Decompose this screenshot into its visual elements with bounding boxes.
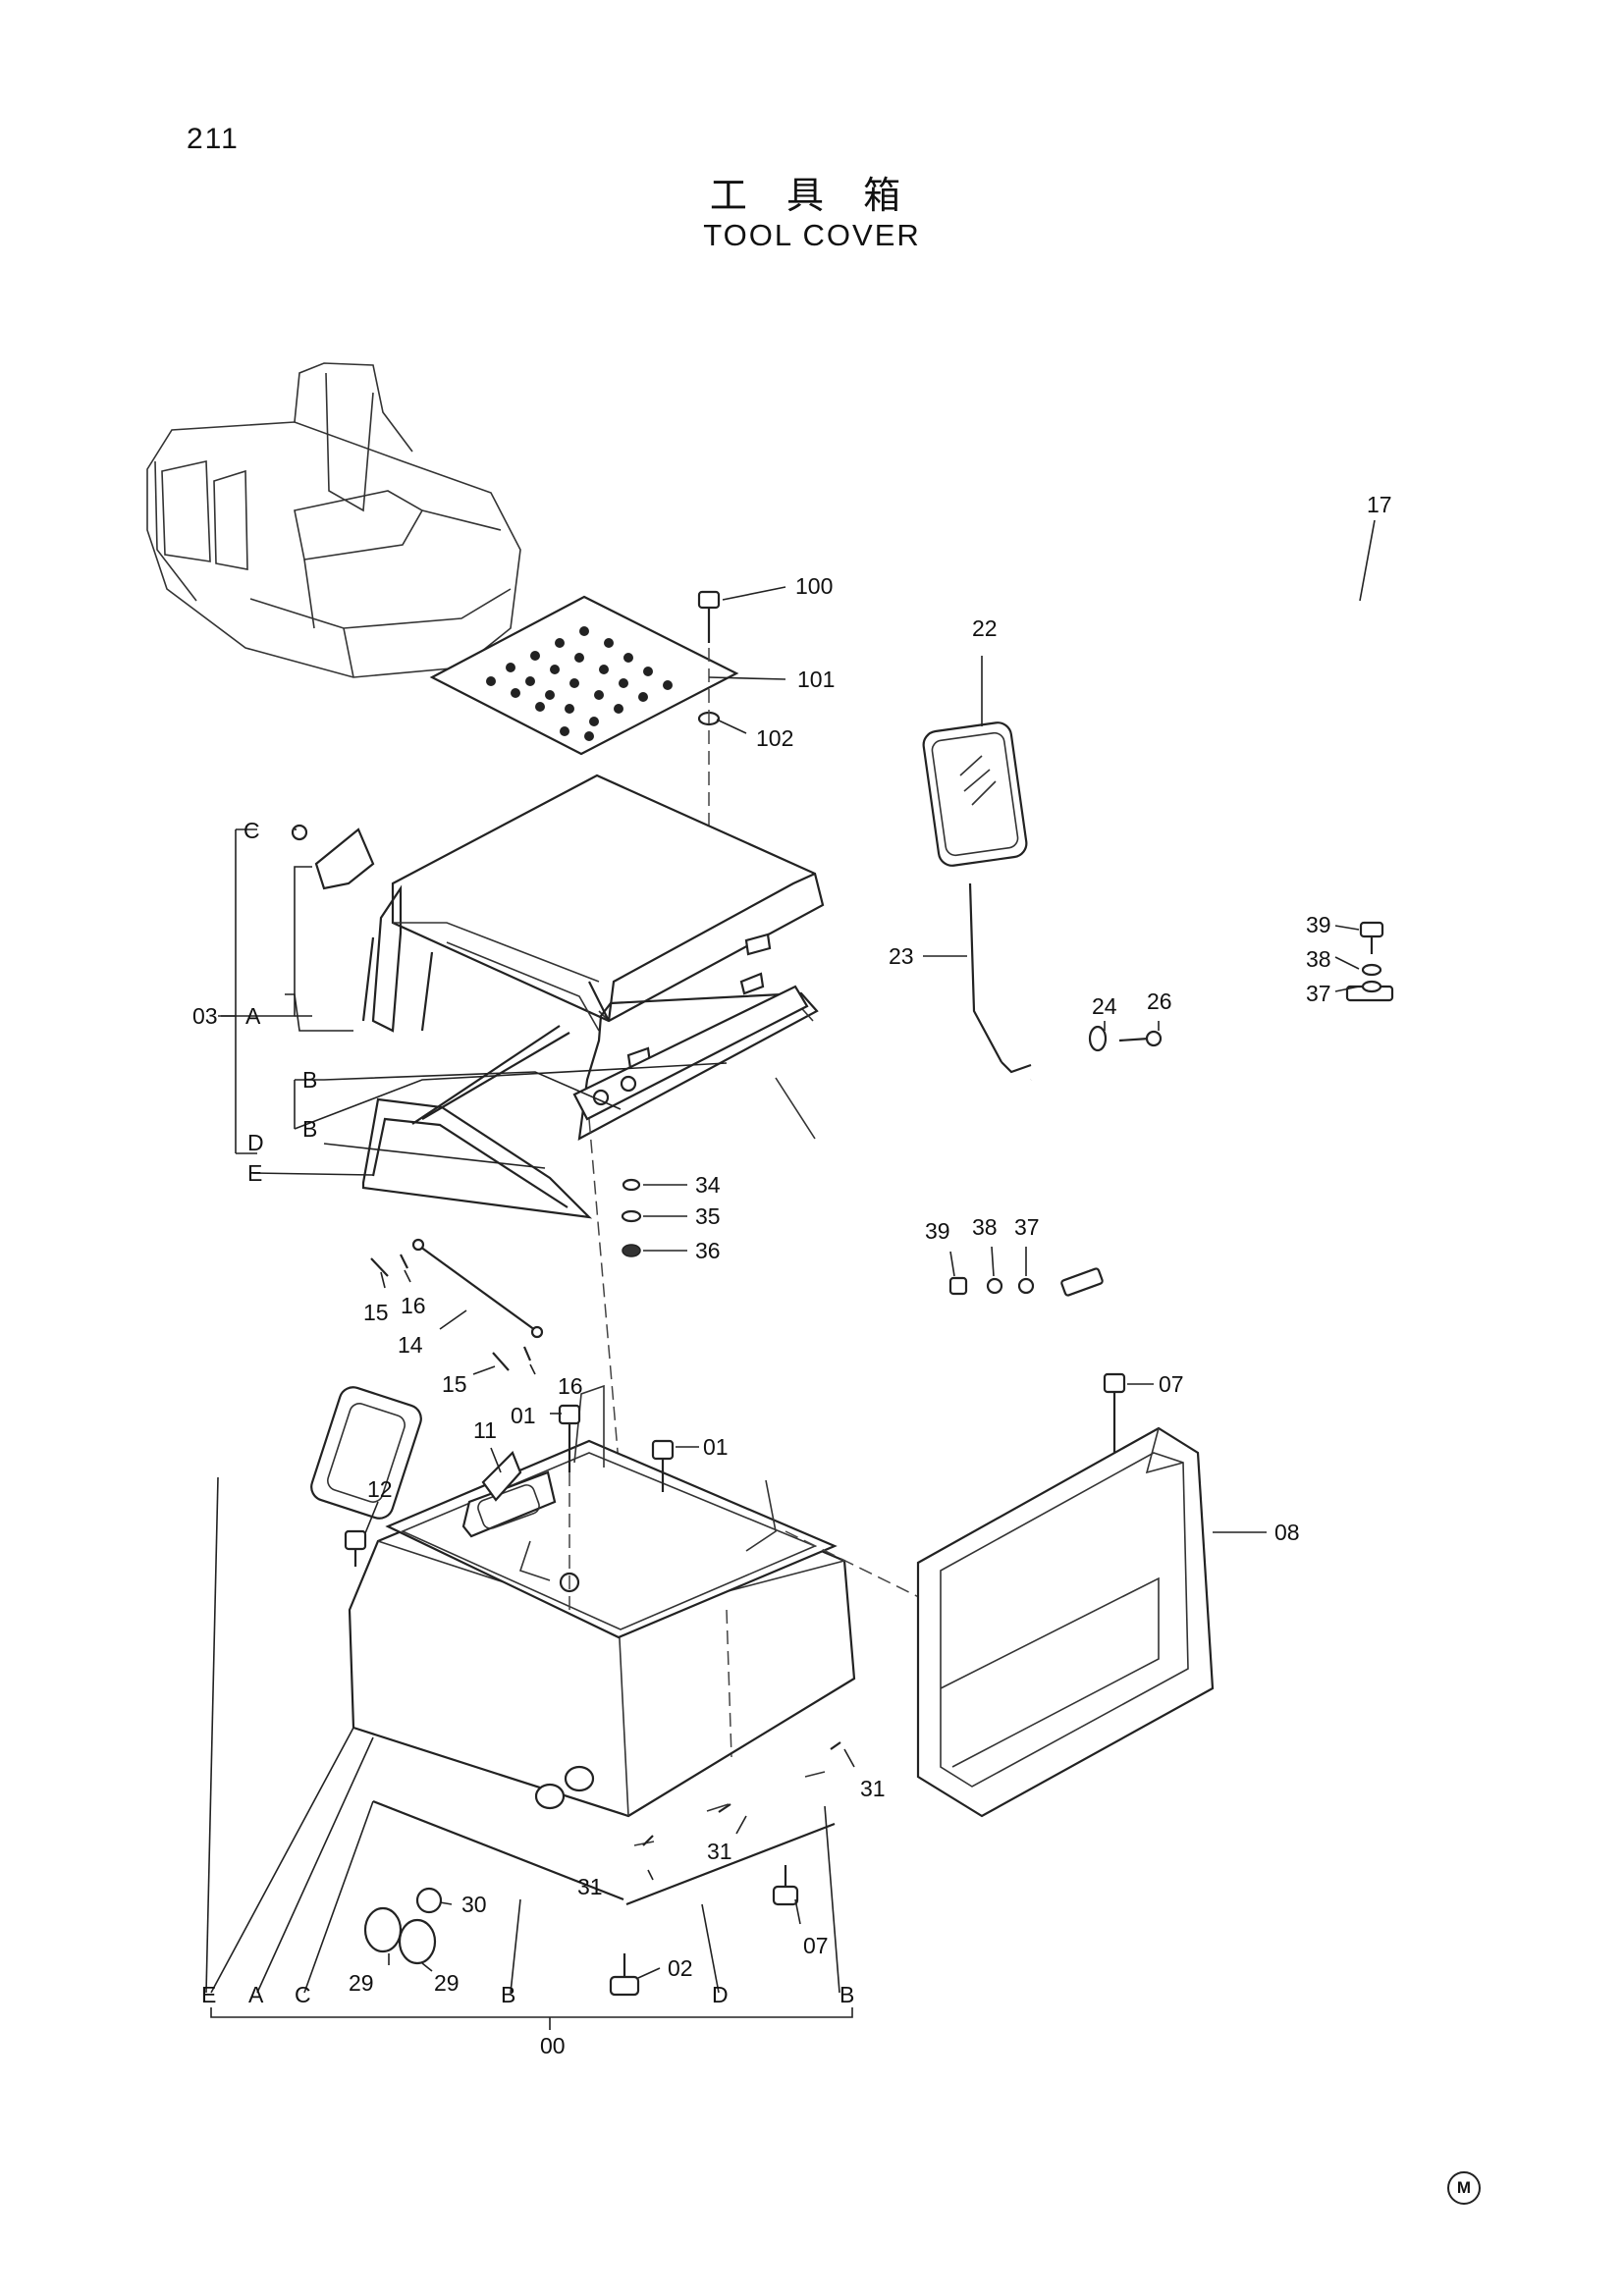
- latch-11: [481, 1451, 522, 1502]
- bottom-strips: [372, 1741, 841, 1906]
- machine-overview: [146, 362, 521, 678]
- title-english: TOOL COVER: [703, 218, 921, 252]
- callout-17: 17: [1367, 492, 1392, 517]
- callout-100: 100: [795, 573, 833, 599]
- callout-14: 14: [398, 1332, 423, 1358]
- callout-16-a: 16: [401, 1293, 426, 1318]
- ref-A: A: [245, 1003, 261, 1029]
- ref-bottom-B-1: B: [501, 1982, 515, 2007]
- bolt-12: [344, 1529, 367, 1567]
- callout-29-a: 29: [349, 1970, 374, 1996]
- callout-15-b: 15: [442, 1371, 467, 1397]
- ref-D: D: [247, 1130, 264, 1155]
- callout-39-lower: 39: [925, 1218, 950, 1244]
- callout-00: 00: [540, 2033, 566, 2058]
- callout-01-left: 01: [511, 1403, 536, 1428]
- callout-07-top: 07: [1159, 1371, 1184, 1397]
- callout-26: 26: [1147, 988, 1172, 1014]
- bolt-02: [609, 1953, 640, 1997]
- callout-29-b: 29: [434, 1970, 460, 1996]
- callout-07-bottom: 07: [803, 1933, 829, 1958]
- ref-B-2: B: [302, 1116, 317, 1142]
- callout-16-b: 16: [558, 1373, 583, 1399]
- callout-03: 03: [192, 1003, 218, 1029]
- fastener-stack-right: [1359, 921, 1384, 993]
- handrail: [1026, 577, 1492, 1297]
- perforated-plate: [429, 595, 739, 756]
- callout-101: 101: [797, 667, 835, 692]
- plug-30: [415, 1887, 443, 1914]
- callout-08: 08: [1274, 1520, 1300, 1545]
- ref-bottom-C: C: [295, 1982, 311, 2007]
- callout-30: 30: [461, 1892, 487, 1917]
- callout-102: 102: [756, 725, 793, 751]
- side-panel: [916, 1426, 1215, 1818]
- callout-01-right: 01: [703, 1434, 729, 1460]
- plug-29a: [363, 1906, 403, 1953]
- bolt-07-top: [1103, 1372, 1126, 1453]
- bolt-01-right: [651, 1439, 675, 1492]
- gas-spring: [370, 1238, 544, 1371]
- callout-39-right: 39: [1306, 912, 1331, 937]
- mirror: [922, 721, 1028, 1063]
- washer-35: [621, 1209, 642, 1223]
- upper-cover: [361, 774, 825, 1033]
- ref-bottom-A: A: [248, 1982, 264, 2007]
- fastener-stack-lower: [948, 1276, 1035, 1296]
- nut-36: [622, 1244, 641, 1257]
- callout-02: 02: [668, 1955, 693, 1981]
- title-japanese: 工 具 箱: [709, 174, 915, 217]
- ref-bottom-E: E: [201, 1982, 216, 2007]
- callout-15-a: 15: [363, 1300, 389, 1325]
- ref-E: E: [247, 1160, 262, 1186]
- plug-29b: [398, 1918, 437, 1965]
- cap-c: [291, 824, 308, 841]
- callout-31-right: 31: [860, 1776, 886, 1801]
- page-number: 211: [187, 123, 240, 155]
- callout-36: 36: [695, 1238, 721, 1263]
- callout-38-lower: 38: [972, 1214, 998, 1240]
- callout-37-right: 37: [1306, 981, 1331, 1006]
- callout-34: 34: [695, 1172, 721, 1198]
- m-mark: M: [1447, 2171, 1481, 2205]
- callout-38-right: 38: [1306, 946, 1331, 972]
- callout-12: 12: [367, 1476, 393, 1502]
- window-gasket: [310, 1386, 422, 1520]
- bracket-24: [1001, 1025, 1163, 1074]
- callout-24: 24: [1092, 993, 1117, 1019]
- bolt-07-bottom: [772, 1865, 799, 1906]
- ref-C: C: [244, 818, 260, 843]
- bolt-01-left: [558, 1404, 581, 1610]
- callout-23: 23: [889, 943, 914, 969]
- callout-22: 22: [972, 615, 998, 641]
- callout-35: 35: [695, 1203, 721, 1229]
- washer-34: [622, 1178, 641, 1192]
- ref-B-1: B: [302, 1067, 317, 1093]
- callout-37-lower: 37: [1014, 1214, 1040, 1240]
- callout-31-left: 31: [577, 1874, 603, 1899]
- hinge-arm: [572, 985, 809, 1464]
- leader-lines: [205, 519, 1376, 2030]
- ref-bottom-B-2: B: [839, 1982, 854, 2007]
- callout-31-mid: 31: [707, 1839, 732, 1864]
- latch-plate: [314, 828, 375, 890]
- bolt-100: [697, 590, 721, 643]
- callout-11: 11: [473, 1417, 497, 1443]
- ref-bottom-D: D: [712, 1982, 729, 2007]
